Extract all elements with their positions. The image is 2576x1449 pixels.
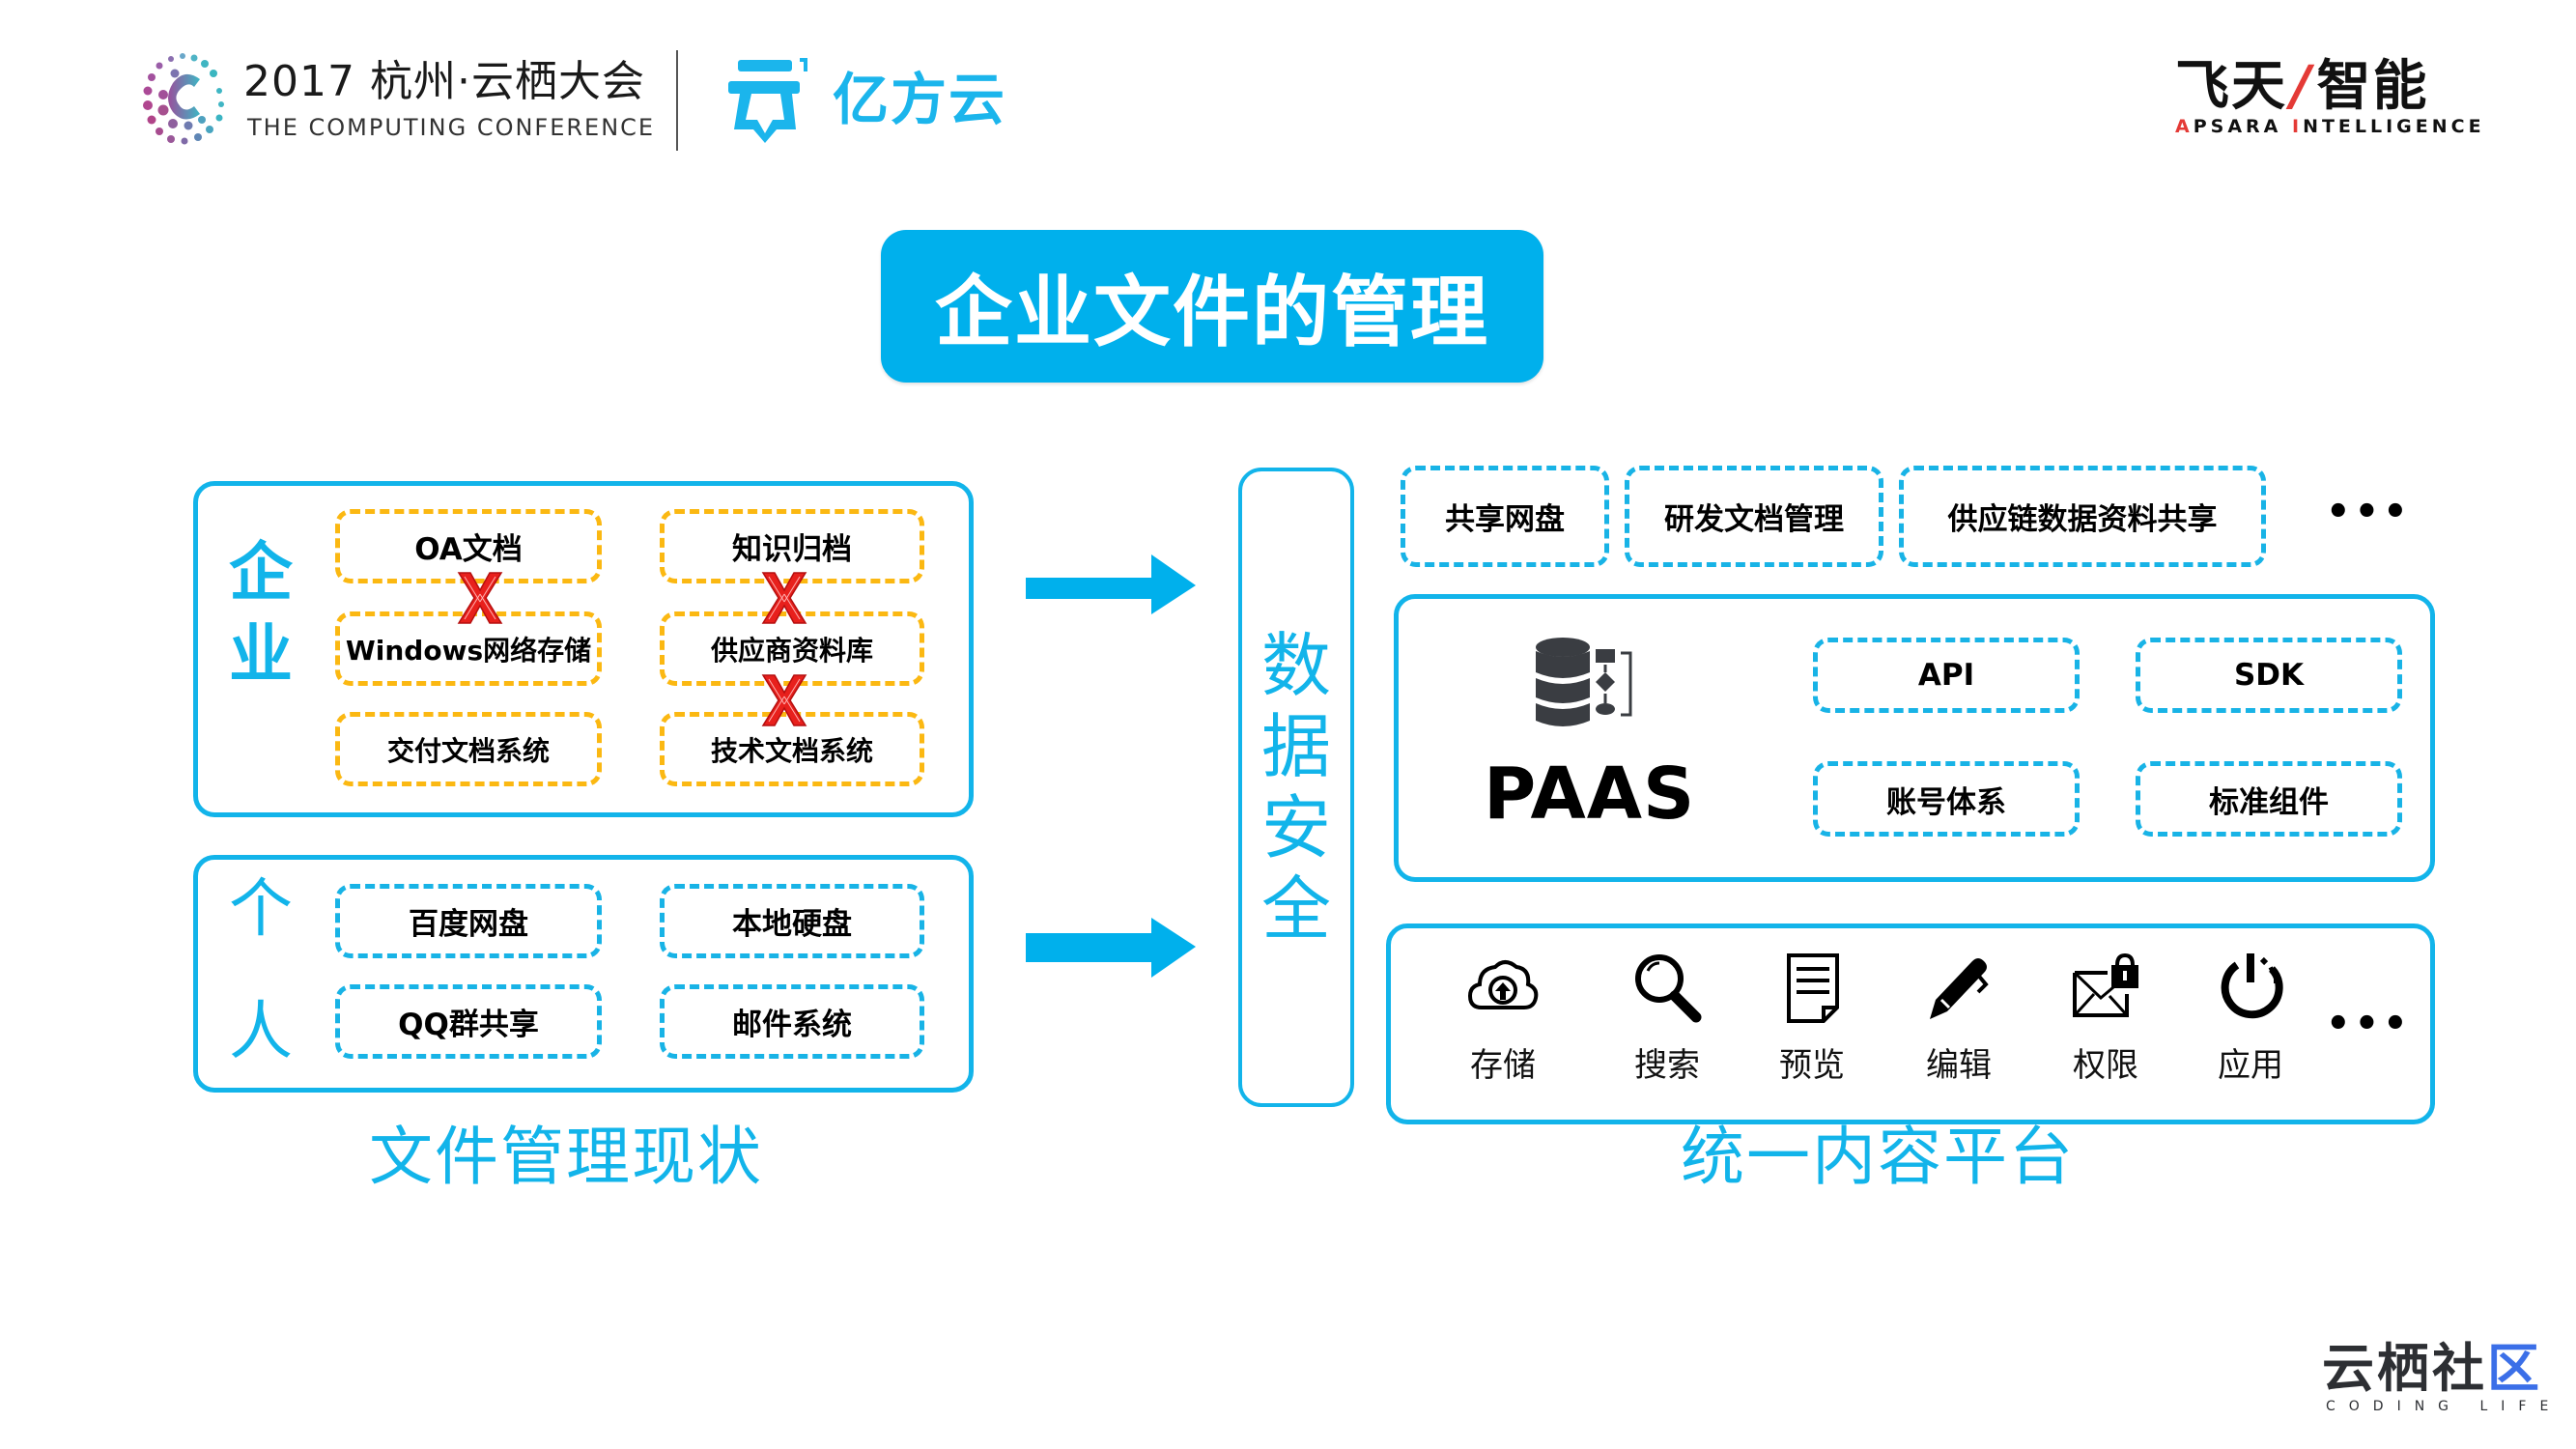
page-title-banner: 企业文件的管理 bbox=[881, 230, 1543, 383]
personal-label-char-1: 个 bbox=[229, 871, 293, 946]
paas-label: PAAS bbox=[1484, 753, 1696, 836]
pen-icon bbox=[1930, 958, 1989, 1019]
security-char-4: 全 bbox=[1260, 868, 1331, 950]
magnifier-icon bbox=[1635, 954, 1702, 1023]
tool-storage: 存储 bbox=[1445, 952, 1561, 1086]
personal-item-baidu-pan: 百度网盘 bbox=[335, 884, 602, 958]
conference-subtitle: THE COMPUTING CONFERENCE bbox=[247, 114, 656, 141]
tool-preview-label: 预览 bbox=[1779, 1046, 1845, 1085]
cloud-upload-icon bbox=[1467, 960, 1539, 1009]
page-title: 企业文件的管理 bbox=[935, 268, 1489, 357]
paas-item-standard-components: 标准组件 bbox=[2136, 761, 2402, 837]
computing-conference-logo-icon bbox=[143, 53, 224, 145]
yifangyun-logo-text: 亿方云 bbox=[833, 67, 1007, 132]
apsara-en-a: A bbox=[2175, 116, 2194, 137]
data-security-column: 数 据 安 全 bbox=[1238, 468, 1354, 1107]
scenario-supply-chain-sharing: 供应链数据资料共享 bbox=[1899, 466, 2266, 567]
tool-application: 应用 bbox=[2193, 952, 2308, 1086]
apsara-cn-right: 智能 bbox=[2316, 55, 2429, 118]
enterprise-panel bbox=[193, 481, 974, 817]
power-icon bbox=[2221, 953, 2283, 1019]
enterprise-label-char-1: 企 bbox=[229, 535, 293, 610]
enterprise-item-delivery-docs: 交付文档系统 bbox=[335, 712, 602, 786]
apsara-intelligence-logo: 飞天/智能 bbox=[2175, 56, 2428, 118]
personal-label-char-2: 人 bbox=[229, 994, 293, 1068]
apsara-slash: / bbox=[2291, 55, 2313, 118]
tool-permission: 权限 bbox=[2048, 952, 2164, 1086]
apsara-intelligence-en: APSARA INTELLIGENCE bbox=[2175, 116, 2485, 137]
document-icon bbox=[1787, 953, 1839, 1023]
tool-permission-label: 权限 bbox=[2073, 1046, 2138, 1085]
tool-application-label: 应用 bbox=[2218, 1046, 2283, 1085]
security-char-2: 据 bbox=[1260, 706, 1331, 787]
header-divider bbox=[676, 50, 678, 151]
yifangyun-logo-icon bbox=[728, 58, 807, 143]
apsara-en-ntelligence: NTELLIGENCE bbox=[2303, 116, 2485, 137]
apsara-cn-left: 飞天 bbox=[2175, 55, 2287, 118]
scenario-shared-drive: 共享网盘 bbox=[1401, 466, 1609, 567]
more-scenarios-ellipsis: ••• bbox=[2326, 490, 2412, 534]
apsara-en-i: I bbox=[2291, 116, 2304, 137]
enterprise-label-char-2: 业 bbox=[229, 617, 293, 692]
database-flow-icon bbox=[1536, 638, 1632, 726]
tool-search-label: 搜索 bbox=[1634, 1046, 1700, 1085]
paas-item-account-system: 账号体系 bbox=[1813, 761, 2080, 837]
personal-item-mail-system: 邮件系统 bbox=[660, 984, 924, 1059]
yunqi-community-last-char: 区 bbox=[2487, 1338, 2542, 1399]
apsara-en-psara: PSARA bbox=[2193, 116, 2292, 137]
conference-title: 2017 杭州·云栖大会 bbox=[243, 57, 645, 106]
cross-mark-icon bbox=[457, 572, 503, 624]
tool-edit-label: 编辑 bbox=[1926, 1046, 1992, 1085]
tool-search: 搜索 bbox=[1609, 952, 1725, 1086]
cross-mark-icon bbox=[761, 572, 807, 624]
coding-life-text: CODING LIFE bbox=[2326, 1399, 2562, 1414]
yunqi-community-text: 云栖社 bbox=[2322, 1338, 2487, 1399]
security-char-3: 安 bbox=[1260, 787, 1331, 868]
personal-item-local-disk: 本地硬盘 bbox=[660, 884, 924, 958]
arrow-right-icon bbox=[1026, 918, 1196, 978]
tool-edit: 编辑 bbox=[1901, 952, 2017, 1086]
cross-mark-icon bbox=[761, 674, 807, 726]
personal-item-qq-group: QQ群共享 bbox=[335, 984, 602, 1059]
tool-preview: 预览 bbox=[1754, 952, 1870, 1086]
right-caption: 统一内容平台 bbox=[1681, 1120, 2075, 1194]
paas-item-api: API bbox=[1813, 638, 2080, 713]
scenario-rd-doc-management: 研发文档管理 bbox=[1625, 466, 1883, 567]
mail-lock-icon bbox=[2073, 952, 2138, 1017]
personal-panel bbox=[193, 855, 974, 1093]
left-caption: 文件管理现状 bbox=[369, 1120, 763, 1194]
yunqi-community-logo: 云栖社区 bbox=[2322, 1341, 2542, 1397]
tools-panel bbox=[1386, 923, 2435, 1124]
arrow-right-icon bbox=[1026, 554, 1196, 614]
tool-storage-label: 存储 bbox=[1470, 1046, 1536, 1085]
paas-item-sdk: SDK bbox=[2136, 638, 2402, 713]
more-tools-ellipsis: ••• bbox=[2326, 1002, 2412, 1046]
security-char-1: 数 bbox=[1260, 625, 1331, 706]
